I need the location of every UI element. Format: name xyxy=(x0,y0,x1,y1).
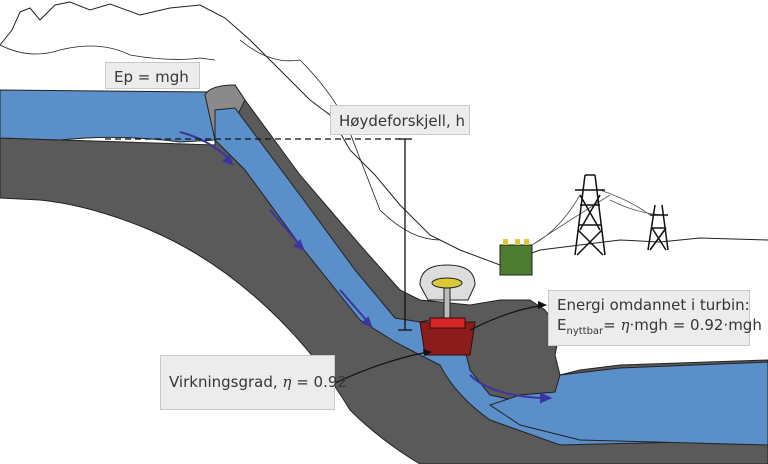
turbine-icon xyxy=(419,317,476,356)
efficiency-pointer xyxy=(334,351,429,384)
tailrace-water xyxy=(488,361,768,446)
energy-eq: = xyxy=(603,316,621,334)
energy-value: ·mgh = 0.92·mgh xyxy=(629,316,762,334)
generator-icon xyxy=(419,264,476,324)
reservoir-water xyxy=(0,89,216,143)
flow-arrows xyxy=(179,131,553,404)
pylon-icon xyxy=(574,174,669,256)
energy-subscript: nyttbar xyxy=(566,326,604,337)
snow-line xyxy=(0,44,216,61)
power-lines xyxy=(531,189,669,246)
energy-pointer xyxy=(469,305,541,331)
energy-formula: Enyttbar= η·mgh = 0.92·mgh xyxy=(557,315,762,342)
eta-symbol: η xyxy=(620,316,630,334)
height-difference-label: Høydeforskjell, h xyxy=(330,105,470,135)
energy-symbol: E xyxy=(557,316,567,334)
mountain-outline xyxy=(0,1,768,266)
efficiency-label: Virkningsgrad, η = 0.92 xyxy=(160,355,347,410)
efficiency-text: Virkningsgrad, xyxy=(169,373,283,391)
transformer-icon xyxy=(499,239,533,276)
ridge-line xyxy=(239,39,441,241)
efficiency-value: = 0.92 xyxy=(291,373,347,391)
eta-symbol: η xyxy=(282,373,292,391)
energy-label: Energi omdannet i turbin: Enyttbar= η·mg… xyxy=(548,290,762,346)
energy-title: Energi omdannet i turbin: xyxy=(557,296,750,314)
potential-energy-label: Ep = mgh xyxy=(105,62,200,89)
